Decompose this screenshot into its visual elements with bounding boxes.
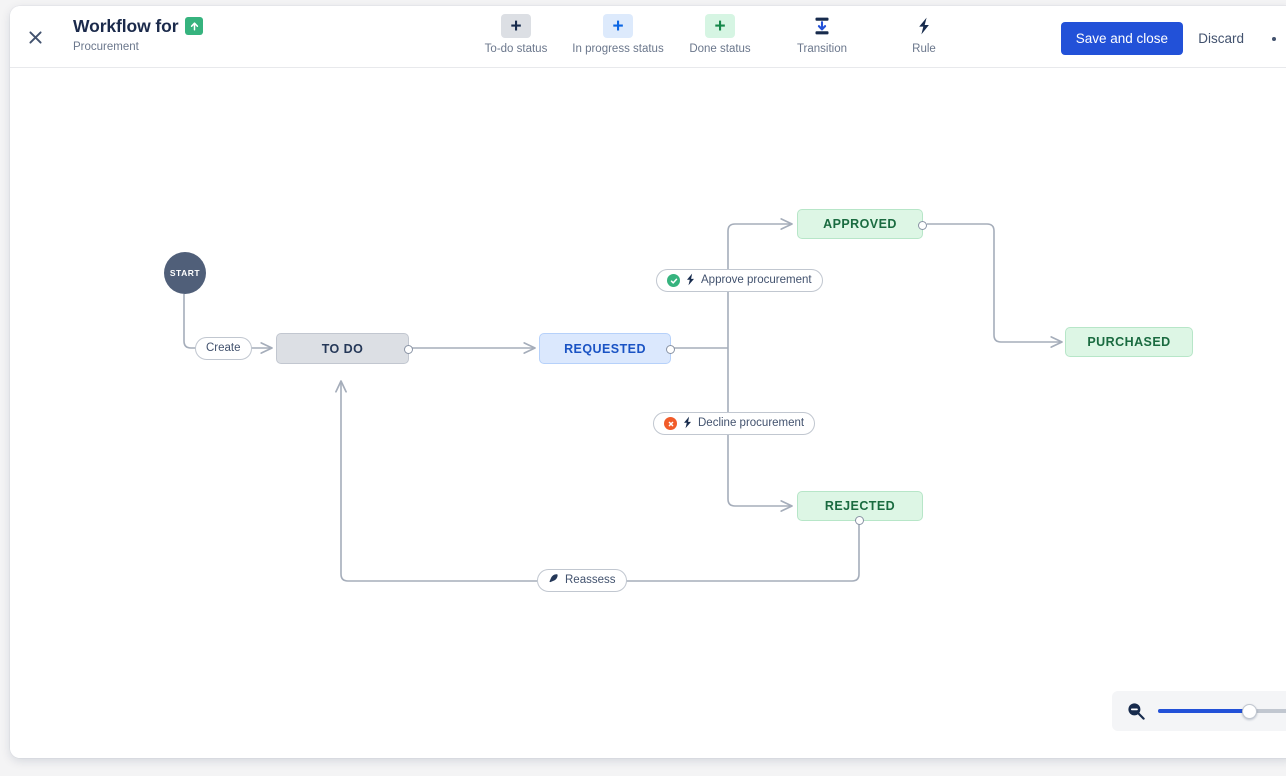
status-node-label: PURCHASED [1087,335,1171,349]
workflow-canvas[interactable]: START TO DO REQUESTED APPROVED REJECTED … [10,68,1286,758]
title-block: Workflow for Procurement [73,15,204,53]
edge-reassess-to-todo [341,381,537,582]
node-port-bottom[interactable] [855,515,864,525]
plus-icon: + [603,14,633,38]
tool-label: To-do status [484,43,548,55]
transition-label-decline-procurement[interactable]: Decline procurement [653,412,816,435]
lightning-bolt-icon [682,416,693,432]
zoom-out-icon [1128,703,1145,720]
discard-button[interactable]: Discard [1190,22,1252,55]
save-and-close-button[interactable]: Save and close [1060,22,1183,55]
edge-requested-to-rejected [727,348,792,506]
status-node-purchased[interactable]: PURCHASED [1065,327,1193,357]
transition-icon [807,14,837,38]
arrow-up-badge-icon [185,17,204,35]
tool-label: Done status [689,43,751,55]
node-port-right[interactable] [403,345,413,354]
page-title: Workflow for [73,15,179,36]
close-button[interactable] [18,20,52,54]
status-node-rejected[interactable]: REJECTED [797,491,923,525]
x-icon [664,417,677,430]
zoom-control[interactable] [1112,691,1286,731]
tool-label: Transition [796,43,848,55]
node-port-right[interactable] [917,220,927,230]
lightning-bolt-icon [685,273,696,289]
transition-name: Decline procurement [698,416,805,429]
add-rule-button[interactable]: Rule [873,14,975,55]
status-node-label: APPROVED [823,217,897,231]
edge-approved-to-purchased [927,223,1062,342]
transition-name: Reassess [565,573,616,586]
plus-icon: + [705,14,735,38]
add-transition-button[interactable]: Transition [771,14,873,55]
edge-requested-to-approved [727,224,792,348]
status-node-label: REQUESTED [564,341,646,356]
plus-icon: + [501,14,531,38]
edge-rejected-to-reassess [623,520,860,582]
workflow-editor-window: Workflow for Procurement + To-do status … [10,6,1286,758]
transition-name: Approve procurement [701,273,812,286]
add-done-status-button[interactable]: + Done status [669,14,771,55]
title-line: Workflow for [73,15,204,37]
check-icon [667,274,680,287]
status-node-approved[interactable]: APPROVED [797,209,927,239]
status-node-label: REJECTED [824,499,896,513]
zoom-slider[interactable] [1158,703,1286,719]
zoom-slider-fill [1158,709,1249,713]
editor-toolbar: + To-do status + In progress status + Do… [465,14,975,55]
tool-label: In progress status [572,43,664,55]
tool-label: Rule [912,43,936,55]
more-options-icon [1272,36,1276,41]
edge-start-to-create [183,294,198,349]
transition-label-reassess[interactable]: Reassess [537,569,627,592]
status-node-label: TO DO [321,341,364,356]
project-subtitle: Procurement [73,41,139,53]
start-node[interactable]: START [164,252,206,294]
close-icon [28,30,42,44]
more-options-button[interactable] [1261,22,1286,55]
transition-label-create[interactable]: Create [195,337,252,360]
node-port-right[interactable] [665,345,675,354]
lightning-bolt-icon [909,14,939,38]
transition-label-approve-procurement[interactable]: Approve procurement [656,269,823,292]
add-todo-status-button[interactable]: + To-do status [465,14,567,55]
status-node-requested[interactable]: REQUESTED [539,333,675,364]
tag-icon [548,573,560,588]
zoom-slider-thumb[interactable] [1241,703,1257,719]
transition-name: Create [206,341,241,354]
status-node-todo[interactable]: TO DO [276,333,413,364]
start-label: START [169,268,201,278]
workflow-edges [183,68,1286,582]
editor-header: Workflow for Procurement + To-do status … [10,6,1286,68]
add-in-progress-status-button[interactable]: + In progress status [567,14,669,55]
zoom-out-button[interactable] [1126,701,1146,721]
